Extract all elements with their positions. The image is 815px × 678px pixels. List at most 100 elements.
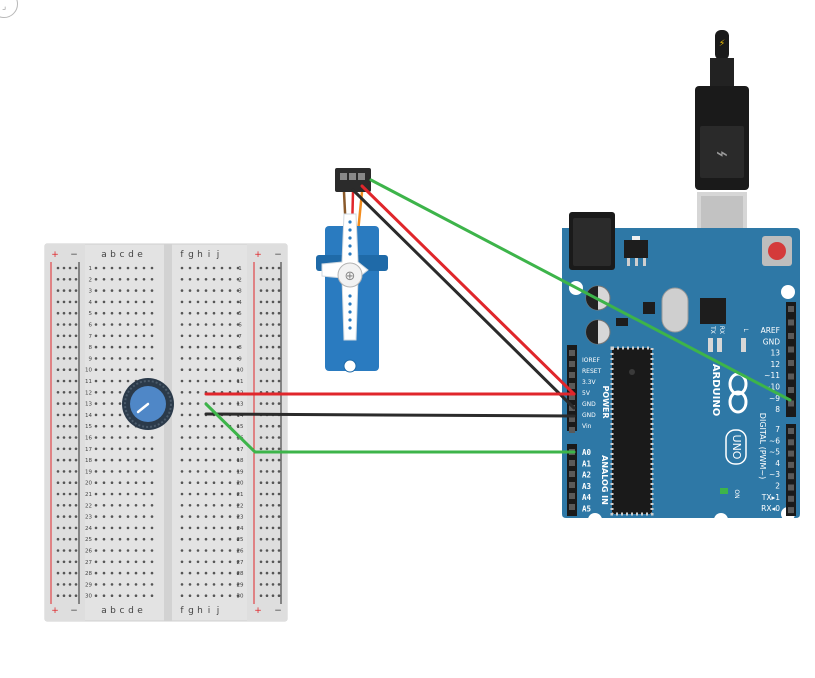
power-pin-label: IOREF [582, 357, 600, 364]
digital-pin-label: 4 [775, 459, 780, 468]
row-number-left: 17 [85, 447, 92, 453]
row-number-right: 1 [238, 266, 242, 272]
column-letter: a [101, 606, 107, 616]
analog-pin-label: A2 [582, 471, 591, 480]
row-number-right: 30 [237, 594, 244, 600]
row-number-left: 29 [85, 582, 92, 588]
wire-pot-black [204, 412, 576, 418]
row-number-right: 25 [237, 537, 244, 543]
row-number-right: 29 [237, 582, 244, 588]
rail-symbol: − [274, 250, 282, 260]
row-number-right: 14 [237, 413, 244, 419]
row-number-right: 18 [237, 458, 244, 464]
power-pin-label: GND [582, 412, 596, 419]
row-number-right: 23 [237, 515, 244, 521]
lightning-icon: ⚡ [719, 39, 725, 49]
row-number-right: 7 [238, 334, 242, 340]
wires[interactable] [204, 178, 792, 454]
column-letter: a [101, 250, 107, 260]
wire-servo-green [369, 178, 792, 402]
uno-label: UNO [730, 435, 743, 460]
row-number-right: 26 [237, 549, 244, 555]
power-pin-label: 5V [582, 390, 591, 397]
collapse-icon: ⌟ [2, 2, 7, 12]
power-label: POWER [601, 385, 610, 418]
row-number-right: 24 [237, 526, 244, 532]
rail-symbol: − [70, 250, 78, 260]
row-number-right: 19 [237, 469, 244, 475]
row-number-right: 4 [238, 300, 242, 306]
column-letter: j [216, 606, 220, 616]
power-pin-label: GND [582, 401, 596, 408]
rail-symbol: − [70, 606, 78, 616]
column-letter: c [120, 250, 125, 260]
column-letter: b [110, 250, 116, 260]
on-label: ON [733, 489, 740, 498]
row-number-right: 6 [238, 323, 242, 329]
row-number-right: 5 [238, 311, 242, 317]
row-number-right: 15 [237, 424, 244, 430]
row-number-right: 27 [237, 560, 244, 566]
row-number-left: 26 [85, 549, 92, 555]
column-letter: e [137, 250, 143, 260]
digital-pin-label: GND [763, 337, 780, 346]
row-number-left: 22 [85, 503, 92, 509]
l-label: L [742, 328, 749, 332]
row-number-left: 9 [89, 356, 93, 362]
digital-pin-label: ~5 [769, 448, 780, 457]
wire-servo-black [351, 188, 576, 410]
column-letter: c [120, 606, 125, 616]
row-number-right: 2 [238, 277, 242, 283]
breadboard-holes [56, 266, 281, 597]
column-letter: e [137, 606, 143, 616]
analog-pin-label: A0 [582, 448, 592, 457]
tx-label: TX [709, 325, 716, 334]
analog-in-label: ANALOG IN [600, 455, 609, 505]
row-number-left: 24 [85, 526, 92, 532]
digital-pin-label: ~3 [769, 470, 780, 479]
digital-pin-label: AREF [761, 326, 780, 335]
digital-pin-label: ~10 [764, 383, 780, 392]
rail-symbol: + [254, 606, 262, 616]
row-number-right: 9 [238, 356, 242, 362]
row-number-left: 23 [85, 515, 92, 521]
analog-pin-label: A1 [582, 459, 592, 468]
row-number-left: 18 [85, 458, 92, 464]
row-number-left: 8 [89, 345, 93, 351]
row-number-left: 28 [85, 571, 92, 577]
column-letter: g [188, 606, 194, 616]
rail-symbol: + [254, 250, 262, 260]
column-letter: f [180, 606, 184, 616]
row-number-left: 2 [89, 277, 93, 283]
power-pin-label: 3.3V [582, 379, 597, 386]
digital-pin-label: ~6 [769, 436, 780, 445]
digital-pin-label: 12 [770, 360, 780, 369]
row-number-left: 15 [85, 424, 92, 430]
row-number-right: 3 [238, 289, 242, 295]
column-letter: b [110, 606, 116, 616]
row-number-left: 19 [85, 469, 92, 475]
row-number-right: 8 [238, 345, 242, 351]
row-number-right: 13 [237, 402, 244, 408]
row-number-left: 1 [89, 266, 93, 272]
arduino-brand: ARDUINO [710, 364, 721, 416]
row-number-left: 25 [85, 537, 92, 543]
servo-motor[interactable]: ⊕ [316, 168, 388, 373]
power-pin-label: Vin [582, 423, 592, 430]
row-number-left: 30 [85, 594, 92, 600]
row-number-left: 27 [85, 560, 92, 566]
row-number-left: 5 [89, 311, 93, 317]
row-number-right: 20 [237, 481, 244, 487]
digital-pin-label: 7 [775, 425, 780, 434]
row-number-left: 3 [89, 289, 93, 295]
row-number-left: 14 [85, 413, 92, 419]
row-number-left: 21 [85, 492, 92, 498]
row-number-right: 28 [237, 571, 244, 577]
column-letter: h [197, 606, 203, 616]
potentiometer[interactable] [122, 378, 174, 430]
digital-pin-label: 13 [770, 349, 780, 358]
